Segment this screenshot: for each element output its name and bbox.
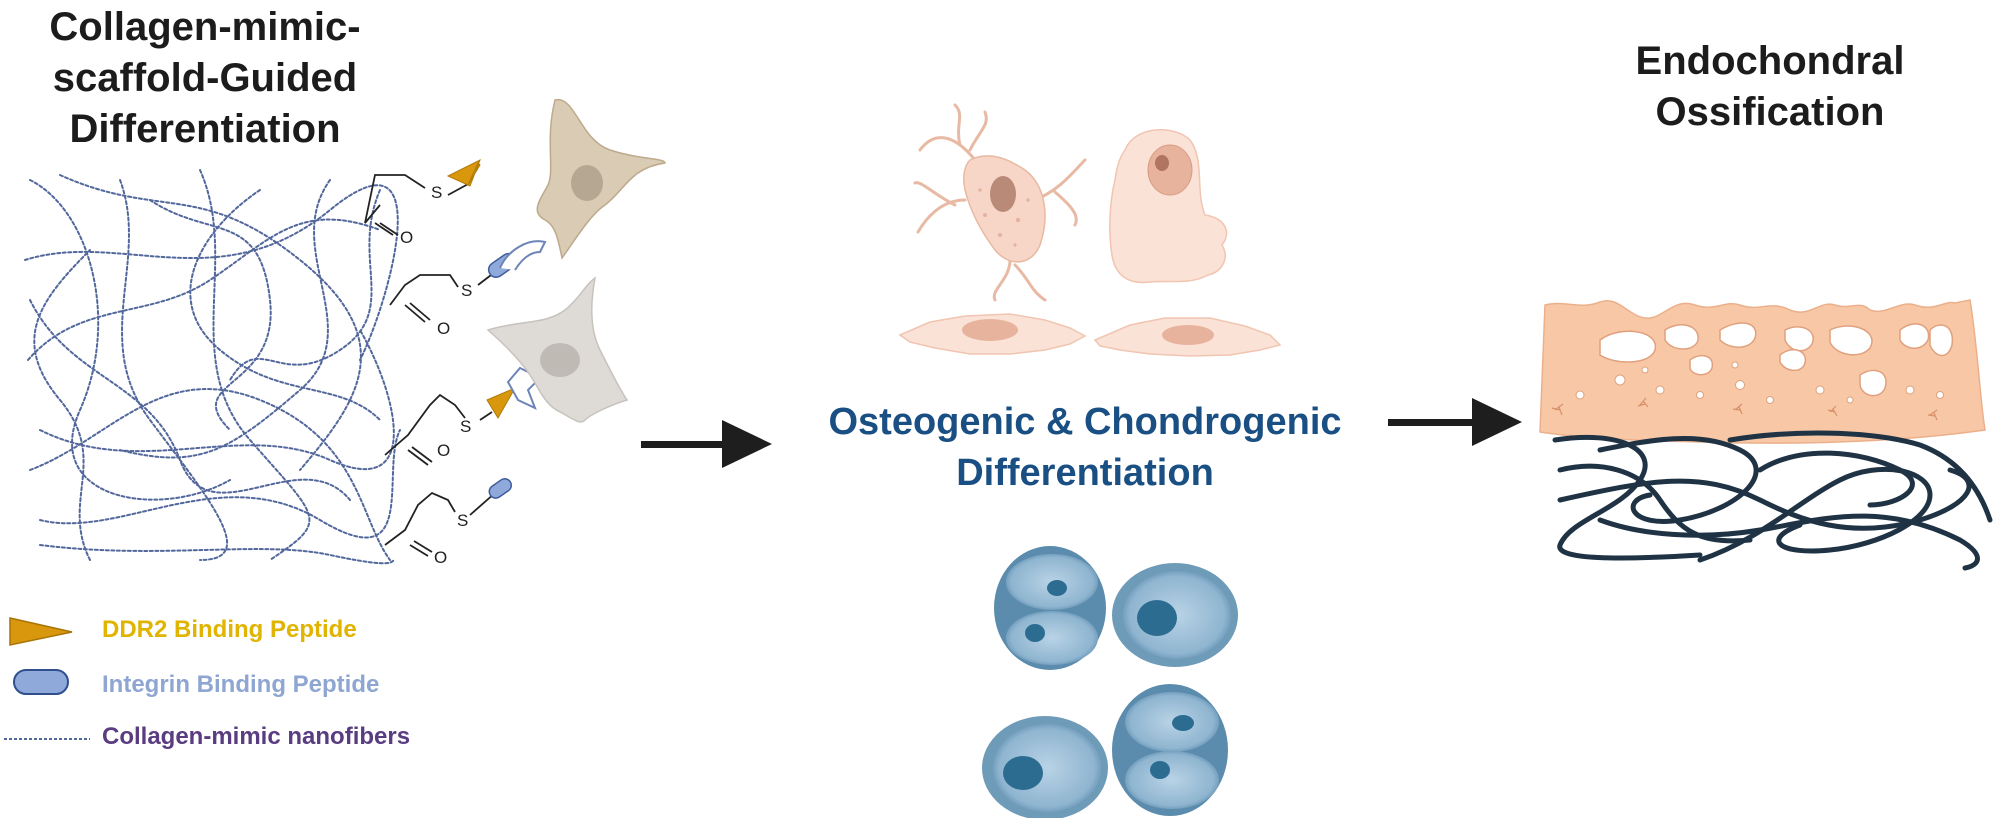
scaffold-title-line-2: scaffold-Guided	[52, 56, 358, 100]
sulfur-label: S	[431, 183, 442, 202]
nanofiber	[39, 544, 396, 565]
sulfur-label: S	[461, 281, 472, 300]
nanofiber	[29, 179, 231, 501]
nanofiber	[119, 179, 229, 561]
sulfur-label: S	[460, 417, 471, 436]
mesenchymal-cell-top	[536, 99, 666, 260]
oxygen-label: O	[434, 548, 447, 567]
ddr2-legend-icon	[9, 617, 73, 646]
differentiation-label: Osteogenic & Chondrogenic Differentiatio…	[750, 397, 1420, 499]
bone-pores	[1575, 361, 1944, 404]
oxygen-label: O	[437, 441, 450, 460]
scaffold-title-line-1: Collagen-mimic-	[49, 5, 361, 49]
ossification-title: Endochondral Ossification	[1560, 36, 1980, 138]
osteoblast-round	[1109, 129, 1228, 284]
bone-lacunae	[1599, 322, 1954, 397]
integrin-legend-icon	[13, 669, 69, 695]
nanofiber	[39, 329, 395, 471]
chondrocyte-pair-top-left	[994, 546, 1106, 670]
chem-letters: S O S O S O S O	[400, 183, 472, 567]
nanofiber	[199, 169, 311, 561]
nanofiber-scaffold	[24, 169, 401, 565]
ossification-title-line-2: Ossification	[1655, 90, 1885, 134]
differentiation-label-line-1: Osteogenic & Chondrogenic	[828, 401, 1342, 443]
osteocyte-dendritic	[913, 103, 1087, 302]
sulfur-label: S	[457, 511, 468, 530]
chondrocyte-single-top-right	[1112, 563, 1238, 667]
ossification-title-line-1: Endochondral	[1635, 39, 1905, 83]
arrow-to-ossification	[1388, 398, 1522, 446]
nanofiber	[29, 299, 351, 501]
nanofiber	[229, 189, 381, 381]
linker-3	[384, 393, 493, 466]
nanofiber-legend-label: Collagen-mimic nanofibers	[102, 723, 411, 750]
integrin-legend-label: Integrin Binding Peptide	[102, 671, 380, 698]
linker-chains	[364, 174, 496, 557]
mesenchymal-cell-bottom	[486, 276, 629, 423]
scaffold-title-line-3: Differentiation	[69, 107, 341, 151]
chondrocyte-pair-bottom-right	[1112, 684, 1228, 816]
arrow-to-differentiation	[641, 420, 772, 468]
oxygen-label: O	[437, 319, 450, 338]
ddr2-legend-label: DDR2 Binding Peptide	[102, 616, 357, 643]
bone-osteocyte-marks	[1551, 397, 1938, 421]
nanofiber-mat-right	[1552, 430, 1993, 571]
nanofiber	[149, 199, 272, 431]
ddr2-peptide-marker	[486, 386, 517, 419]
linker-4	[384, 491, 496, 557]
osteocyte-nucleus	[990, 176, 1016, 212]
nanofiber	[27, 218, 381, 361]
integrin-receptor	[499, 240, 547, 271]
nanofiber	[33, 249, 91, 561]
scaffold-title: Collagen-mimic- scaffold-Guided Differen…	[10, 2, 400, 155]
ddr2-peptide-marker	[446, 158, 481, 187]
nanofiber	[39, 429, 401, 539]
linker-2	[389, 271, 496, 323]
nanofiber	[119, 179, 331, 459]
osteoblast-flat-left	[898, 313, 1087, 355]
nanofiber	[189, 189, 381, 421]
differentiation-label-line-2: Differentiation	[956, 452, 1214, 494]
integrin-peptide-marker	[488, 478, 513, 499]
nanofiber	[59, 174, 362, 471]
nanofiber	[24, 184, 399, 361]
osteoblast-flat-right	[1093, 317, 1282, 357]
linker-1	[364, 174, 471, 236]
oxygen-label: O	[400, 228, 413, 247]
chondrocyte-single-bottom-left	[982, 716, 1108, 818]
nanofiber	[29, 388, 391, 561]
bone-tissue	[1539, 299, 1986, 444]
